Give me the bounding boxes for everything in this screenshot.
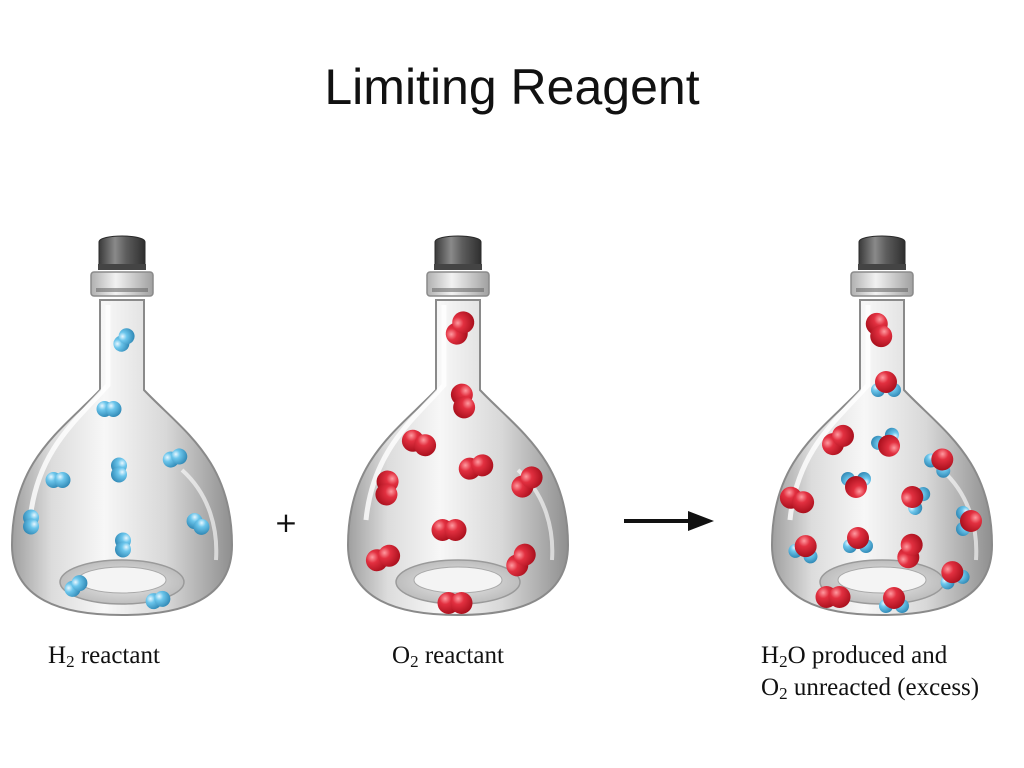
caption-o2-reactant: O2 reactant [392,642,504,671]
molecule-o2 [445,311,475,345]
molecule-o2 [822,424,854,456]
molecule-h2 [162,448,188,468]
slide-title: Limiting Reagent [324,59,700,115]
molecule-h2o [879,587,909,613]
caption-products: H2O produced and O2 unreacted (excess) [761,642,980,704]
molecule-h2o [940,561,970,590]
reaction-arrow [624,511,714,531]
molecule-o2 [511,466,543,498]
molecule-h2 [64,575,88,597]
molecule-h2o [788,535,818,564]
molecule-h2o [956,506,982,536]
molecule-o2 [431,519,467,541]
molecule-h2o [843,527,873,553]
molecule-h2o [901,486,931,515]
molecule-o2 [506,543,536,577]
molecule-h2o [841,472,871,498]
flask-h2 [12,236,232,615]
molecule-h2 [145,590,171,610]
molecule-o2 [401,429,437,457]
molecule-o2 [897,533,923,569]
molecule-h2 [23,509,39,535]
molecule-o2 [815,586,851,608]
molecule-o2 [450,383,476,419]
molecule-h2 [45,472,71,488]
molecule-h2o [871,371,901,397]
molecule-h2 [96,401,122,417]
molecule-h2 [115,532,131,558]
molecule-o2 [437,592,473,614]
molecule-o2 [779,486,815,514]
molecule-o2 [458,454,494,480]
plus-sign: + [274,506,297,539]
molecule-h2o [871,427,900,457]
molecule-o2 [865,312,893,348]
molecule-h2 [113,328,135,352]
molecule-h2o [924,448,954,478]
molecule-o2 [365,544,401,572]
molecule-h2 [186,513,210,535]
molecule-h2 [111,457,127,483]
molecule-o2 [375,470,399,506]
caption-h2-reactant: H2 reactant [48,642,160,671]
